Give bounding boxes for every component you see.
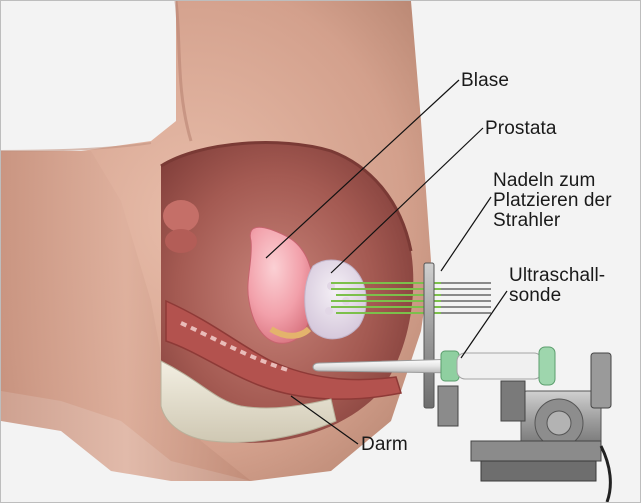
label-ultraschall-line-1: Ultraschall- <box>509 266 605 286</box>
label-nadeln-line-3: Strahler <box>493 211 612 231</box>
label-nadeln-line-2: Platzieren der <box>493 191 612 211</box>
prostate-shape <box>305 260 366 339</box>
label-ultraschallsonde: Ultraschall- sonde <box>509 266 605 306</box>
label-ultraschall-line-2: sonde <box>509 286 605 306</box>
label-blase: Blase <box>461 71 509 91</box>
label-prostata: Prostata <box>485 119 557 139</box>
label-nadeln: Nadeln zum Platzieren der Strahler <box>493 171 612 231</box>
label-nadeln-line-1: Nadeln zum <box>493 171 612 191</box>
needle-template <box>424 263 434 408</box>
label-darm: Darm <box>361 435 408 455</box>
